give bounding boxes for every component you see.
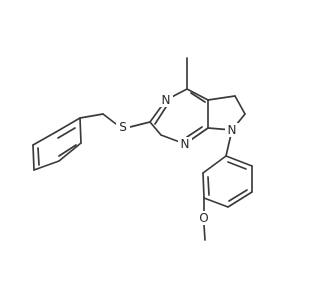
svg-text:N: N [181, 137, 190, 151]
molecule-structure: N N N S O [32, 57, 253, 241]
methoxy-group [203, 197, 206, 241]
atom-n-ring-bottom: N [178, 137, 192, 151]
methoxyphenyl-ring [202, 155, 253, 208]
svg-text:N: N [228, 123, 237, 137]
svg-text:O: O [199, 211, 208, 225]
svg-text:S: S [119, 120, 127, 134]
benzyl-linker [79, 113, 151, 128]
svg-text:N: N [162, 93, 171, 107]
atom-o-methoxy: O [197, 211, 211, 225]
atom-n-ring-top: N [159, 93, 173, 107]
atom-n-pyrrole: N [225, 123, 239, 137]
atom-s-thioether: S [116, 120, 130, 134]
pyrimidine-ring [149, 88, 209, 145]
benzyl-phenyl-ring [32, 117, 82, 171]
